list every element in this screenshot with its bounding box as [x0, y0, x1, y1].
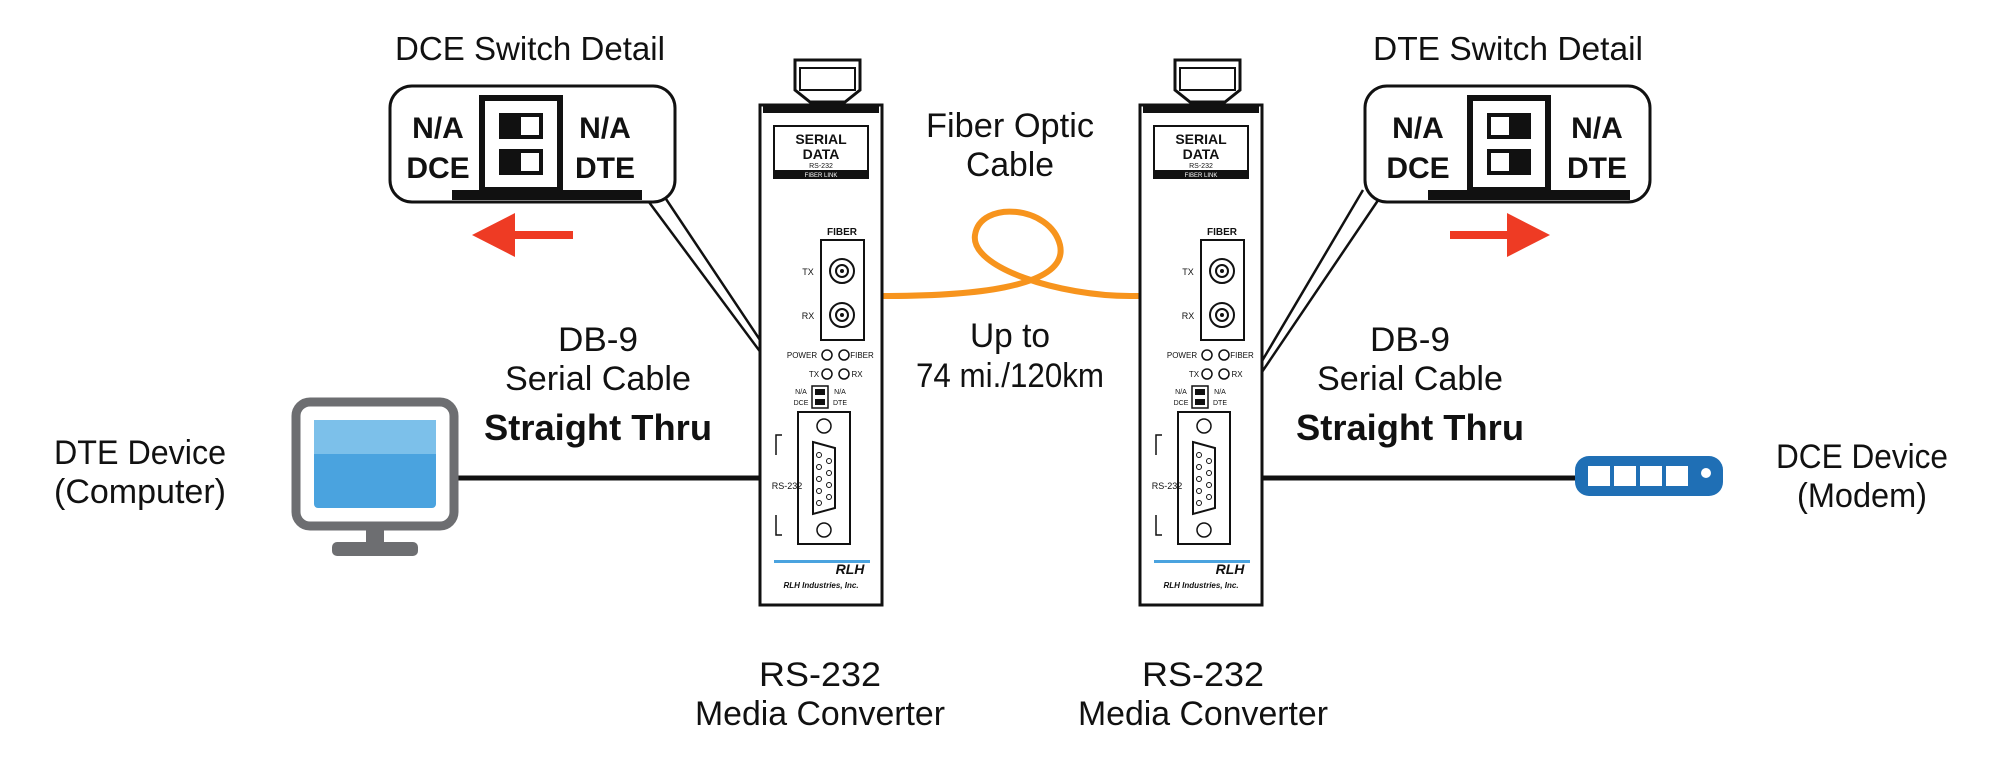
converter-rx-label: RX	[1182, 311, 1195, 321]
fiber-range-label-line1: Up to	[970, 317, 1050, 355]
left-converter-caption-line1: RS-232	[759, 656, 881, 694]
left-arrow-icon	[472, 213, 573, 257]
tx-port-icon	[829, 258, 855, 284]
converter-fiber-led-label: FIBER	[1230, 351, 1254, 360]
dce-switch-label-na-right: N/A	[579, 112, 631, 145]
right-converter-caption-line1: RS-232	[1142, 656, 1264, 694]
converter-brand-rs232: RS-232	[1189, 163, 1213, 170]
fiber-led-icon	[1218, 349, 1230, 361]
right-cable-label-line3: Straight Thru	[1296, 407, 1524, 448]
converter-sw-dte: DTE	[833, 400, 847, 407]
media-converter-left: SERIAL DATA RS-232 FIBER LINK FIBER TX R…	[758, 58, 884, 607]
dte-switch-body	[1467, 95, 1551, 193]
converter-port-label: RS-232	[1152, 481, 1183, 491]
rx-port-icon	[829, 302, 855, 328]
converter-brand-data: DATA	[1183, 146, 1220, 162]
modem-icon	[1575, 456, 1723, 496]
fiber-led-icon	[838, 349, 850, 361]
dte-device-label-line1: DTE Device	[54, 434, 226, 472]
left-converter-caption-line2: Media Converter	[695, 695, 945, 733]
fiber-range-label-line2: 74 mi./120km	[916, 357, 1104, 395]
tx-port-icon	[1209, 258, 1235, 284]
converter-logo: RLH	[836, 561, 866, 577]
converter-brand-rs232: RS-232	[809, 163, 833, 170]
rx-port-icon	[1209, 302, 1235, 328]
db9-port	[1177, 411, 1231, 545]
fiber-cable-label-line2: Cable	[966, 146, 1054, 184]
converter-company: RLH Industries, Inc.	[1163, 581, 1238, 590]
computer-monitor-icon	[291, 397, 459, 556]
converter-power-label: POWER	[1167, 351, 1197, 360]
tx-led-icon	[821, 368, 833, 380]
rx-led-icon	[1218, 368, 1230, 380]
converter-rx-led-label: RX	[1231, 370, 1243, 379]
converter-fiber-label: FIBER	[827, 227, 858, 238]
left-cable-label-line3: Straight Thru	[484, 407, 712, 448]
dce-device-label-line2: (Modem)	[1797, 477, 1927, 515]
converter-brand-fiberlink: FIBER LINK	[1185, 173, 1218, 179]
dce-switch-label-na-left: N/A	[412, 112, 464, 145]
power-led-icon	[1201, 349, 1213, 361]
converter-sw-dte: DTE	[1213, 400, 1227, 407]
dce-switch-label-dce: DCE	[406, 152, 469, 185]
dce-device-label-line1: DCE Device	[1776, 438, 1948, 476]
media-converter-right: SERIAL DATA RS-232 FIBER LINK FIBER TX R…	[1138, 58, 1264, 607]
converter-sw-na-right: N/A	[1214, 389, 1226, 396]
converter-brand-serial: SERIAL	[795, 131, 847, 147]
left-cable-label-line1: DB-9	[558, 321, 638, 359]
dte-switch-base	[1428, 190, 1630, 200]
converter-port-label: RS-232	[772, 481, 803, 491]
right-cable-label-line1: DB-9	[1370, 321, 1450, 359]
converter-tx-label: TX	[802, 267, 814, 277]
dte-switch-detail-title: DTE Switch Detail	[1373, 30, 1643, 67]
converter-fiber-label: FIBER	[1207, 227, 1238, 238]
converter-logo: RLH	[1216, 561, 1246, 577]
converter-sw-na-left: N/A	[1175, 389, 1187, 396]
dte-switch-detail: DTE Switch Detail N/A DCE N/A DTE	[1363, 30, 1652, 204]
rx-led-icon	[838, 368, 850, 380]
converter-sw-na-right: N/A	[834, 389, 846, 396]
dce-switch-base	[452, 190, 642, 200]
dce-switch-detail: DCE Switch Detail N/A DCE N/A DTE	[388, 30, 677, 204]
converter-power-label: POWER	[787, 351, 817, 360]
converter-fiber-led-label: FIBER	[850, 351, 874, 360]
dte-switch-label-na-left: N/A	[1392, 112, 1444, 145]
converter-sw-dce: DCE	[1174, 400, 1189, 407]
converter-rx-label: RX	[802, 311, 815, 321]
dce-switch-label-dte: DTE	[575, 152, 635, 185]
right-arrow-icon	[1450, 213, 1550, 257]
converter-tx-led-label: TX	[809, 370, 820, 379]
converter-company: RLH Industries, Inc.	[783, 581, 858, 590]
converter-brand-data: DATA	[803, 146, 840, 162]
converter-sw-dce: DCE	[794, 400, 809, 407]
left-cable-label-line2: Serial Cable	[505, 360, 691, 398]
power-led-icon	[821, 349, 833, 361]
dte-switch-label-dte: DTE	[1567, 152, 1627, 185]
fiber-cable-label-line1: Fiber Optic	[926, 107, 1094, 145]
converter-sw-na-left: N/A	[795, 389, 807, 396]
dte-switch-label-na-right: N/A	[1571, 112, 1623, 145]
fiber-optic-cable	[881, 208, 1148, 299]
converter-mount-tab	[793, 58, 862, 104]
dce-switch-body	[479, 95, 563, 193]
converter-mount-tab	[1173, 58, 1242, 104]
dce-switch-detail-title: DCE Switch Detail	[395, 30, 665, 67]
dte-device-label-line2: (Computer)	[54, 473, 226, 511]
converter-brand-fiberlink: FIBER LINK	[805, 173, 838, 179]
converter-tx-label: TX	[1182, 267, 1194, 277]
right-cable-label-line2: Serial Cable	[1317, 360, 1503, 398]
right-converter-caption-line2: Media Converter	[1078, 695, 1328, 733]
converter-brand-serial: SERIAL	[1175, 131, 1227, 147]
tx-led-icon	[1201, 368, 1213, 380]
converter-tx-led-label: TX	[1189, 370, 1200, 379]
converter-rx-led-label: RX	[851, 370, 863, 379]
dte-switch-label-dce: DCE	[1386, 152, 1449, 185]
